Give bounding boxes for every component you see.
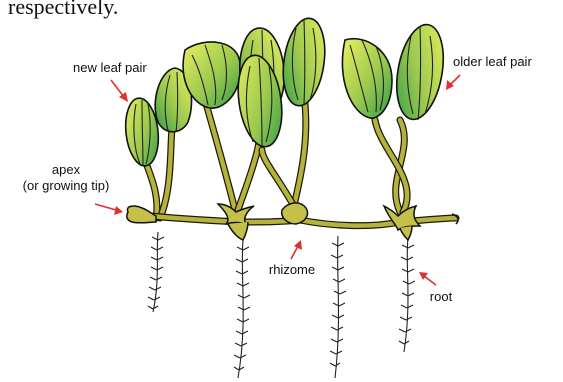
node-2 bbox=[282, 203, 308, 224]
label-apex: apex bbox=[52, 162, 81, 177]
roots bbox=[148, 232, 415, 378]
leaf-older-left bbox=[342, 39, 392, 118]
label-root: root bbox=[430, 289, 453, 304]
root-3 bbox=[330, 236, 346, 378]
arrow-new-leaf-pair bbox=[111, 80, 128, 102]
root-1 bbox=[148, 232, 164, 312]
label-apex-sub: (or growing tip) bbox=[23, 178, 110, 193]
arrow-root bbox=[419, 272, 436, 285]
caption-fragment: respectively. bbox=[8, 0, 118, 19]
leaf-3 bbox=[278, 16, 330, 109]
arrow-rhizome bbox=[291, 240, 302, 259]
leaf-older-right bbox=[390, 21, 450, 123]
arrow-older-leaf-pair bbox=[446, 75, 460, 90]
apex-growing-tip bbox=[127, 206, 156, 223]
root-4 bbox=[399, 238, 415, 352]
arrow-apex bbox=[95, 204, 123, 215]
label-new-leaf-pair: new leaf pair bbox=[73, 60, 147, 75]
label-older-leaf-pair: older leaf pair bbox=[453, 54, 532, 69]
label-rhizome: rhizome bbox=[269, 262, 315, 277]
root-2 bbox=[234, 240, 250, 378]
